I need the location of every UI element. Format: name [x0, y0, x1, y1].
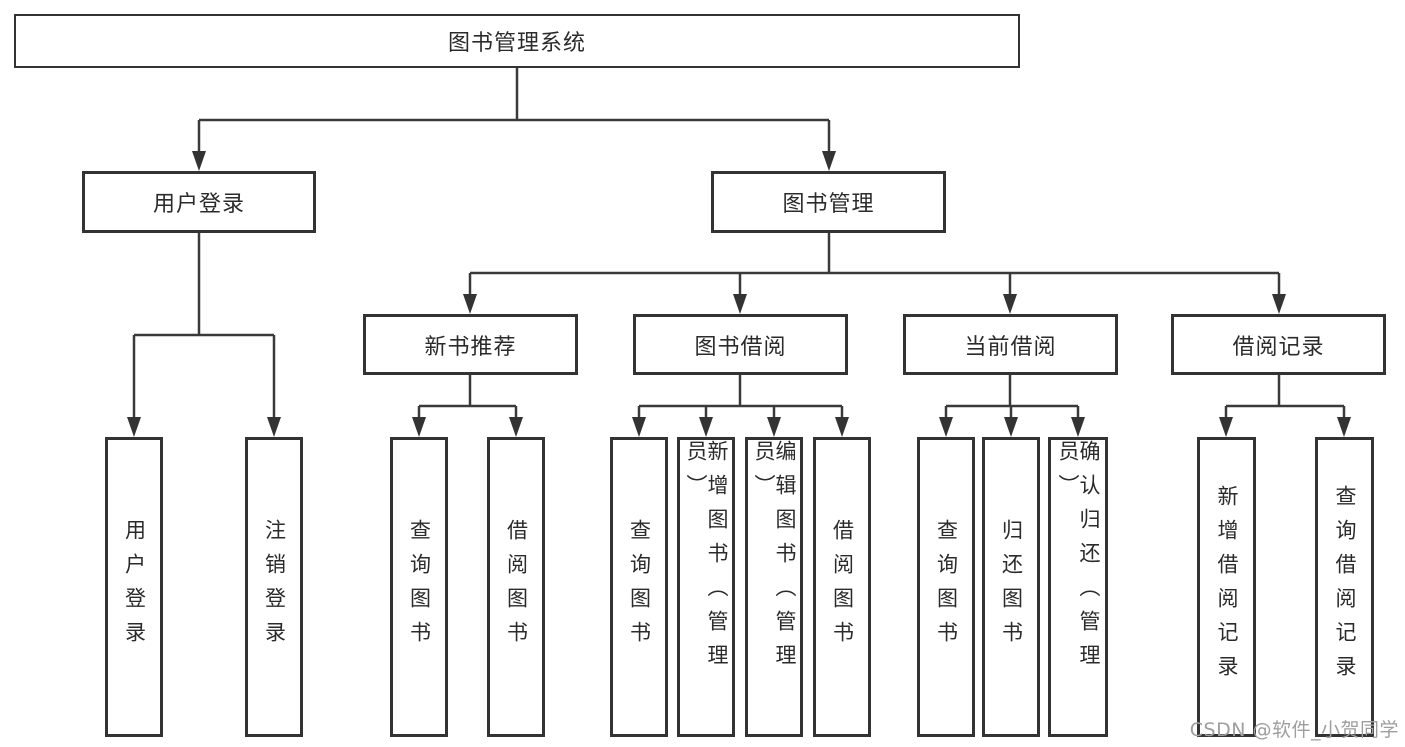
- leaf-add-borrow-record: 新增借阅记录: [1197, 437, 1256, 737]
- connector-book-management: [468, 233, 1281, 296]
- connector-new-book-recommend: [417, 375, 518, 418]
- leaf-label: 借阅图书: [504, 519, 529, 655]
- leaf-borrow-books: 借阅图书: [813, 437, 871, 737]
- node-label: 借阅记录: [1232, 334, 1325, 360]
- leaf-label: 归还图书: [999, 519, 1024, 655]
- leaf-label: 用户登录: [122, 519, 147, 655]
- node-book-management: 图书管理: [711, 171, 946, 233]
- connector-book-borrowing: [637, 375, 844, 418]
- leaf-label: 注销登录: [262, 519, 287, 655]
- arrowheads: [127, 151, 1351, 437]
- leaf-logout: 注销登录: [245, 437, 303, 737]
- connector-user-login: [132, 233, 276, 418]
- connector-current-borrowing: [944, 375, 1080, 418]
- leaf-query-books: 查询图书: [610, 437, 668, 737]
- leaf-label: 新增图书（管理员）: [684, 440, 729, 678]
- leaf-borrow-books: 借阅图书: [487, 437, 545, 737]
- node-label: 图书管理系统: [447, 31, 586, 56]
- leaf-user-login: 用户登录: [105, 437, 163, 737]
- node-new-book-recommend: 新书推荐: [363, 314, 578, 375]
- connector-root: [197, 68, 831, 153]
- leaf-return-books: 归还图书: [982, 437, 1040, 737]
- leaf-label: 查询借阅记录: [1333, 485, 1357, 689]
- node-label: 当前借阅: [964, 334, 1057, 360]
- leaf-edit-book-admin: 编辑图书（管理员）: [745, 437, 803, 737]
- leaf-add-book-admin: 新增图书（管理员）: [677, 437, 735, 737]
- node-label: 图书管理: [782, 192, 875, 217]
- node-book-borrowing: 图书借阅: [633, 314, 848, 375]
- leaf-query-books: 查询图书: [917, 437, 975, 737]
- leaf-confirm-return-admin: 确认归还（管理员）: [1048, 437, 1108, 737]
- leaf-label: 查询图书: [627, 519, 652, 655]
- node-label: 图书借阅: [694, 334, 787, 360]
- leaf-query-borrow-record: 查询借阅记录: [1315, 437, 1374, 737]
- leaf-label: 查询图书: [934, 519, 959, 655]
- leaf-label: 编辑图书（管理员）: [752, 440, 797, 678]
- node-label: 用户登录: [152, 192, 245, 217]
- node-library-management-system: 图书管理系统: [14, 14, 1020, 68]
- node-borrow-records: 借阅记录: [1171, 314, 1386, 375]
- leaf-label: 确认归还（管理员）: [1056, 440, 1101, 678]
- node-current-borrowing: 当前借阅: [903, 314, 1118, 375]
- node-user-login: 用户登录: [82, 171, 316, 233]
- leaf-label: 查询图书: [407, 519, 432, 655]
- leaf-label: 借阅图书: [830, 519, 855, 655]
- csdn-watermark: CSDN @软件_小贺同学: [1189, 719, 1399, 741]
- leaf-query-books: 查询图书: [390, 437, 448, 737]
- leaf-label: 新增借阅记录: [1215, 485, 1239, 689]
- node-label: 新书推荐: [424, 334, 517, 360]
- connector-borrow-records: [1224, 375, 1346, 418]
